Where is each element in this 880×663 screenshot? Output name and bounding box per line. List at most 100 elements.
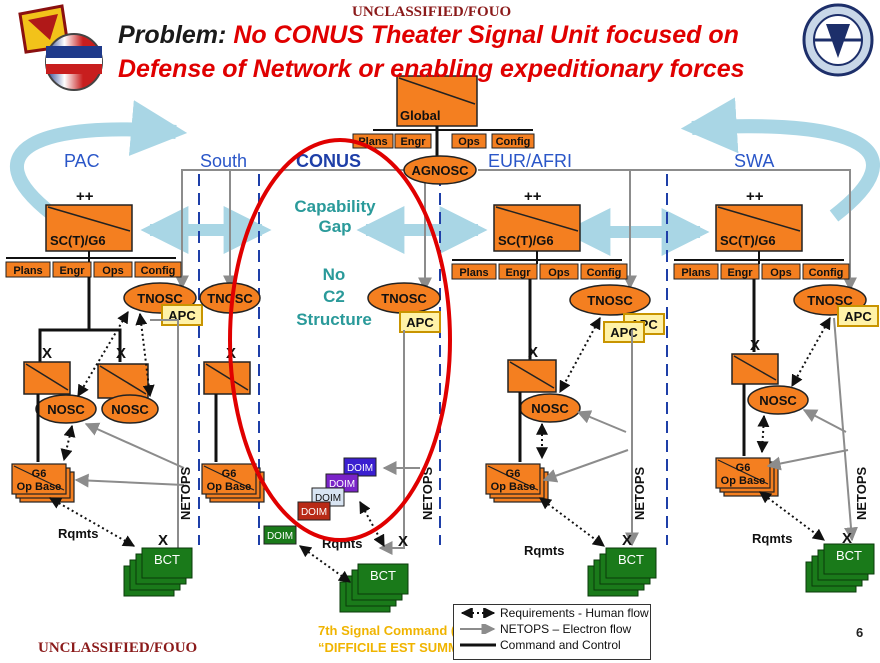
- global-tab-label: Config: [496, 136, 531, 148]
- echelon-mark: ++: [76, 188, 94, 205]
- black-line-icon: [460, 643, 496, 647]
- eur-apc-front[interactable]: APC: [603, 321, 645, 343]
- eur-tnosc[interactable]: TNOSC: [569, 284, 651, 316]
- doim-box-5[interactable]: DOIM: [263, 525, 297, 545]
- pac-brigade-a-box[interactable]: [23, 361, 71, 395]
- brigade-x-mark: X: [158, 532, 168, 549]
- conus-tnosc-label: TNOSC: [381, 291, 427, 306]
- brigade-x-mark: X: [842, 530, 852, 547]
- pac-req-nosc-g6: [60, 424, 76, 462]
- south-brigade-box[interactable]: [203, 361, 251, 395]
- eur-netops-label: NETOPS: [632, 466, 647, 520]
- no-c2-line2: C2: [323, 287, 345, 306]
- swa-apc[interactable]: APC: [837, 305, 879, 327]
- brigade-x-mark: X: [42, 345, 52, 362]
- pac-netops-g6: [74, 473, 185, 488]
- conus-bct-stack[interactable]: BCT: [339, 563, 409, 613]
- doim-box-4[interactable]: DOIM: [297, 501, 331, 521]
- g6-label: G6: [506, 468, 521, 480]
- swa-tab-ops[interactable]: Ops: [761, 263, 801, 280]
- conus-capability-gap-ring: [228, 138, 452, 542]
- global-tab-label: Ops: [458, 136, 479, 148]
- page-number: 6: [856, 625, 864, 640]
- conus-apc[interactable]: APC: [399, 311, 441, 333]
- legend-label-requirements: Requirements - Human flow: [500, 606, 649, 620]
- legend-item-netops: NETOPS – Electron flow: [454, 621, 650, 637]
- eur-tab-config[interactable]: Config: [580, 263, 628, 280]
- title-line2: Defense of Network or enabling expeditio…: [118, 55, 745, 83]
- swa-sc-g6-box[interactable]: SC(T)/G6++: [715, 188, 803, 252]
- pac-apc[interactable]: APC: [161, 304, 203, 326]
- global-command-box[interactable]: Global: [396, 75, 478, 127]
- swa-req-nosc-g6: [756, 414, 770, 454]
- tab-label: Ops: [102, 265, 123, 277]
- pac-nosc-b-label: NOSC: [111, 402, 149, 417]
- pac-netops-bct: [143, 319, 179, 567]
- swa-bct-stack[interactable]: BCT: [805, 543, 875, 593]
- bct-label: BCT: [370, 568, 396, 583]
- doim-label: DOIM: [329, 479, 355, 490]
- pac-nosc-b[interactable]: NOSC: [101, 394, 159, 424]
- pac-tab-engr[interactable]: Engr: [52, 261, 92, 278]
- conus-tnosc[interactable]: TNOSC: [367, 282, 441, 314]
- swa-tab-engr[interactable]: Engr: [720, 263, 760, 280]
- eur-nosc[interactable]: NOSC: [519, 393, 581, 423]
- agnosc-node[interactable]: AGNOSC: [403, 155, 477, 185]
- pac-req-tnosc-nosc-b: [135, 312, 155, 398]
- echelon-mark: ++: [524, 188, 542, 205]
- legend-label-c2: Command and Control: [500, 638, 621, 652]
- swa-brigade-box[interactable]: [731, 353, 779, 385]
- eur-tab-plans[interactable]: Plans: [451, 263, 497, 280]
- pac-req-tnosc-nosc-a: [77, 310, 129, 398]
- swa-netops-g6: [766, 449, 849, 471]
- conus-req-doim-bct-2: [359, 500, 385, 548]
- tab-label: Ops: [548, 267, 569, 279]
- eur-brigade-box[interactable]: [507, 359, 557, 393]
- doim-label: DOIM: [315, 493, 341, 504]
- eur-tab-engr[interactable]: Engr: [498, 263, 538, 280]
- eur-sc-g6-box[interactable]: SC(T)/G6 ++: [493, 188, 581, 252]
- swa-nosc[interactable]: NOSC: [747, 385, 809, 415]
- global-label: Global: [400, 108, 440, 123]
- op-base-label: Op Base: [207, 481, 252, 493]
- global-tab-engr[interactable]: Engr: [394, 133, 432, 149]
- apc-label: APC: [844, 309, 872, 324]
- pac-tab-config[interactable]: Config: [134, 261, 182, 278]
- south-tnosc-label: TNOSC: [207, 291, 253, 306]
- pac-nosc-a[interactable]: NOSC: [35, 394, 97, 424]
- pac-tab-plans[interactable]: Plans: [5, 261, 51, 278]
- sc-label: SC(T)/G6: [498, 233, 554, 248]
- title-lead: Problem:: [118, 21, 227, 49]
- global-tab-ops[interactable]: Ops: [451, 133, 487, 149]
- swa-tnosc-label: TNOSC: [807, 293, 853, 308]
- tab-label: Engr: [59, 265, 85, 277]
- classification-bottom: UNCLASSIFIED/FOUO: [38, 640, 198, 656]
- apc-label: APC: [406, 315, 434, 330]
- pac-tab-ops[interactable]: Ops: [93, 261, 133, 278]
- pac-sc-g6-box[interactable]: SC(T)/G6++: [45, 188, 133, 252]
- doim-label: DOIM: [267, 531, 293, 542]
- tab-label: Ops: [770, 267, 791, 279]
- pac-brigade-b-box[interactable]: [97, 363, 149, 399]
- tab-label: Engr: [505, 267, 531, 279]
- tab-label: Config: [809, 267, 844, 279]
- swa-tab-plans[interactable]: Plans: [673, 263, 719, 280]
- pac-bct-stack[interactable]: BCT: [123, 547, 193, 597]
- pac-netops-label: NETOPS: [178, 466, 193, 520]
- pac-rqmts-label: Rqmts: [58, 526, 98, 541]
- tab-label: Plans: [681, 267, 710, 279]
- eur-req-tnosc-nosc: [559, 316, 601, 394]
- doim-box-1[interactable]: DOIM: [343, 457, 377, 477]
- legend-item-c2: Command and Control: [454, 637, 650, 653]
- tab-label: Config: [587, 267, 622, 279]
- eur-bct-stack[interactable]: BCT: [587, 547, 657, 597]
- swa-tab-config[interactable]: Config: [802, 263, 850, 280]
- eur-tab-ops[interactable]: Ops: [539, 263, 579, 280]
- global-tab-config[interactable]: Config: [491, 133, 535, 149]
